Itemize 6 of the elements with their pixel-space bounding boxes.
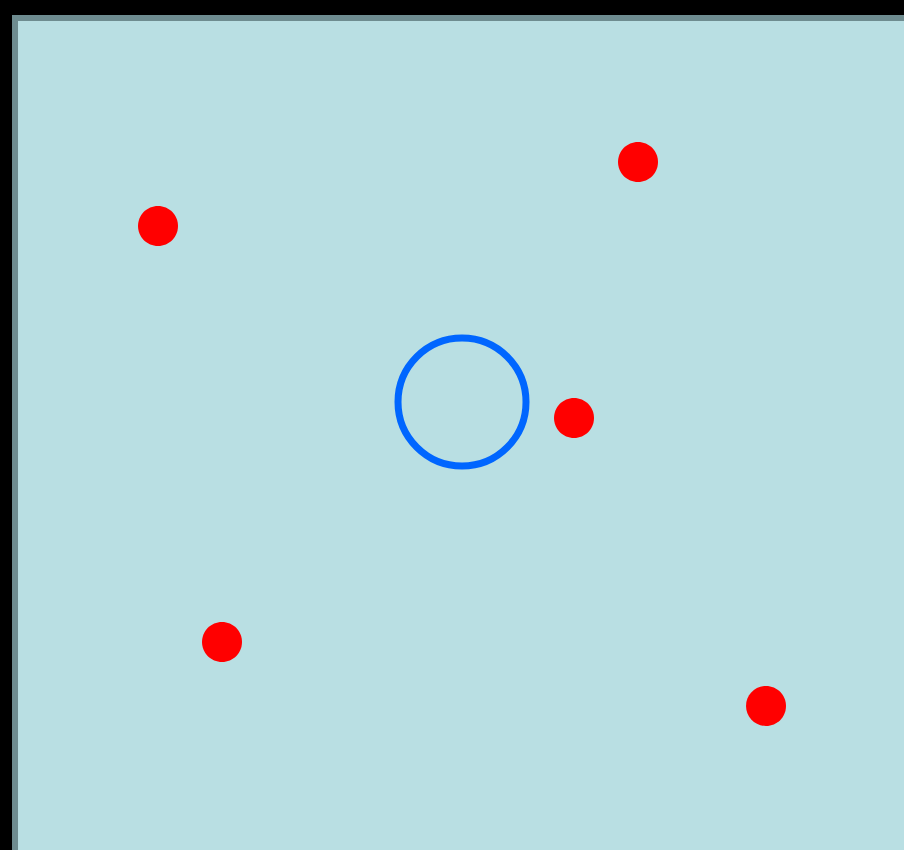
dot: [618, 142, 658, 182]
dot: [202, 622, 242, 662]
ring: [394, 334, 530, 470]
dot: [554, 398, 594, 438]
dot: [746, 686, 786, 726]
dot: [138, 206, 178, 246]
